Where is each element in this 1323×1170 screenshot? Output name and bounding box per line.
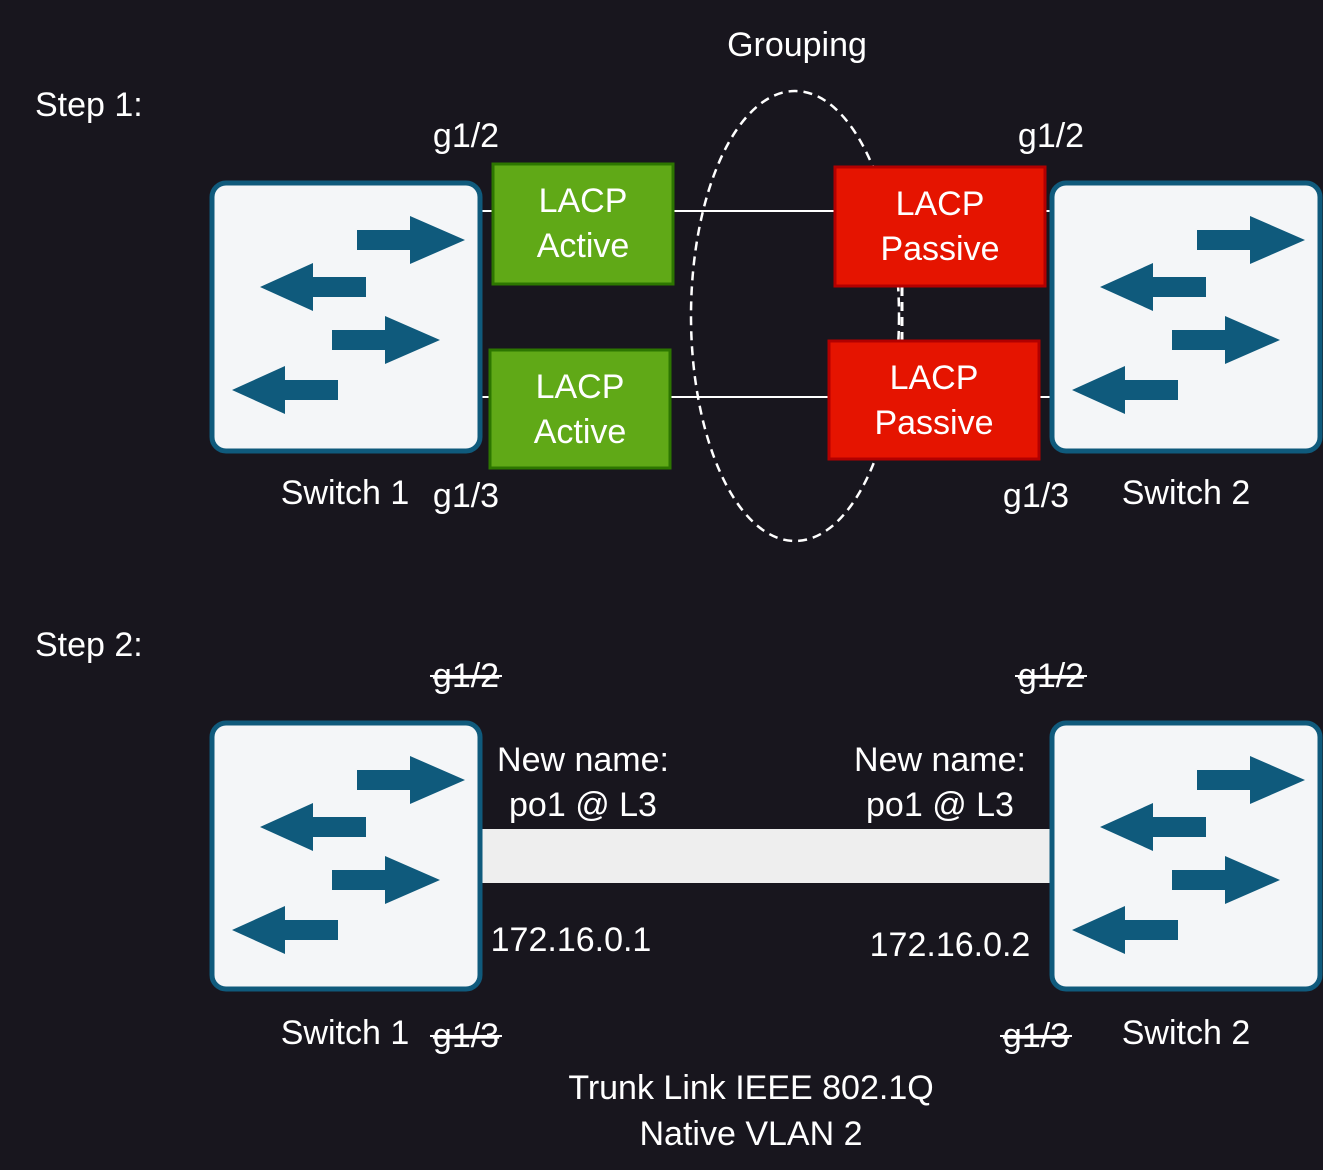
- lacp-passive-bottom-line2: Passive: [874, 404, 993, 442]
- sw2-ip-address: 172.16.0.2: [870, 926, 1031, 964]
- lacp-passive-bottom-line1: LACP: [890, 359, 979, 397]
- lacp-active-top-line1: LACP: [539, 182, 628, 220]
- lacp-passive-top-line1: LACP: [896, 185, 985, 223]
- switch-1-icon-step2: [209, 720, 483, 992]
- strike-lines: [430, 675, 1087, 1037]
- sw2-port-top: g1/2: [1018, 117, 1084, 155]
- switch-2-icon: [1049, 180, 1323, 454]
- sw1-ip-address: 172.16.0.1: [491, 921, 652, 959]
- lacp-passive-box-bottom: LACP Passive: [827, 339, 1041, 461]
- sw2-port-bottom: g1/3: [1003, 477, 1069, 515]
- switch-2-name-step2: Switch 2: [1122, 1014, 1251, 1052]
- grouping-label: Grouping: [727, 26, 867, 64]
- trunk-link-bar: [480, 829, 1052, 883]
- lacp-active-top-line2: Active: [537, 227, 630, 265]
- switch-2-name: Switch 2: [1122, 474, 1251, 512]
- sw1-port-top: g1/2: [433, 117, 499, 155]
- step1-label: Step 1:: [35, 86, 143, 124]
- sw2-new-name-line2: po1 @ L3: [866, 786, 1014, 824]
- lacp-active-bottom-line2: Active: [534, 413, 627, 451]
- lacp-active-box-bottom: LACP Active: [488, 348, 672, 470]
- sw2-new-name-line1: New name:: [854, 741, 1026, 779]
- lacp-passive-box-top: LACP Passive: [833, 165, 1047, 288]
- switch-1-name-step2: Switch 1: [281, 1014, 410, 1052]
- trunk-description-line1: Trunk Link IEEE 802.1Q: [568, 1069, 933, 1107]
- switch-2-icon-step2: [1049, 720, 1323, 992]
- sw1-new-name-line2: po1 @ L3: [509, 786, 657, 824]
- lacp-passive-top-line2: Passive: [880, 230, 999, 268]
- grouping-ellipse: [689, 89, 901, 543]
- step2-label: Step 2:: [35, 626, 143, 664]
- sw1-new-name-line1: New name:: [497, 741, 669, 779]
- lacp-active-box-top: LACP Active: [491, 162, 675, 286]
- switch-1-name: Switch 1: [281, 474, 410, 512]
- sw1-port-bottom: g1/3: [433, 477, 499, 515]
- lacp-active-bottom-line1: LACP: [536, 368, 625, 406]
- trunk-description-line2: Native VLAN 2: [640, 1115, 863, 1153]
- switch-1-icon: [209, 180, 483, 454]
